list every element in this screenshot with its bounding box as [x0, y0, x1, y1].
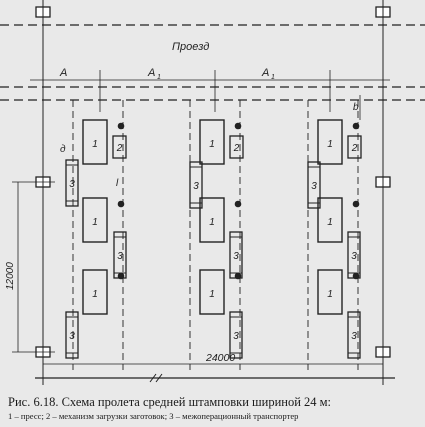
conveyor-number: 3 — [351, 331, 357, 342]
conveyor-number: 3 — [117, 251, 123, 262]
loader-number: 2 — [233, 143, 240, 154]
bolt-marker — [352, 122, 360, 130]
bolt-marker — [234, 200, 242, 208]
loader-number: 2 — [116, 143, 123, 154]
grid-lines — [0, 0, 425, 385]
press-number: 1 — [209, 289, 215, 300]
work-area-outline — [72, 100, 124, 370]
conveyor — [307, 161, 321, 209]
press — [199, 119, 225, 165]
caption-title: Рис. 6.18. Схема пролета средней штампов… — [8, 395, 332, 409]
span-layout-drawing: 1 1 1 2 3 3 3 1 1 1 2 3 3 3 1 1 1 2 3 3 3 Проезд A A 1 A 1 b… — [0, 0, 425, 385]
work-area-outline — [307, 100, 359, 370]
press-number: 1 — [327, 217, 333, 228]
press-number: 1 — [92, 139, 98, 150]
dim-width-label: 24000 — [205, 352, 235, 364]
bolt-marker — [117, 122, 125, 130]
bolt-marker — [352, 200, 360, 208]
press — [82, 269, 108, 315]
dim-a1-label-left: A — [147, 67, 155, 79]
press-number: 1 — [209, 139, 215, 150]
conveyor-number: 3 — [351, 251, 357, 262]
conveyor — [113, 231, 127, 279]
press-number: 1 — [209, 217, 215, 228]
loader — [112, 135, 127, 159]
dim-l-label: l — [116, 178, 119, 189]
caption-legend: 1 – пресс; 2 – механизм загрузки заготов… — [8, 411, 299, 421]
equipment-layer: 1 1 1 2 3 3 3 1 1 1 2 3 3 3 1 1 1 2 3 3 3 — [35, 6, 391, 370]
conveyor-number: 3 — [311, 181, 317, 192]
press — [199, 197, 225, 243]
conveyor-number: 3 — [233, 331, 239, 342]
press — [82, 119, 108, 165]
passage-label: Проезд — [172, 41, 209, 53]
press — [82, 197, 108, 243]
bolt-marker — [117, 200, 125, 208]
loader — [229, 135, 244, 159]
press — [317, 269, 343, 315]
conveyor-number: 3 — [69, 331, 75, 342]
figure-caption: Рис. 6.18. Схема пролета средней штампов… — [8, 394, 423, 422]
press-number: 1 — [92, 289, 98, 300]
dim-a-label: A — [59, 67, 67, 79]
loader — [347, 135, 362, 159]
conveyor — [65, 311, 79, 359]
loader-number: 2 — [351, 143, 358, 154]
press — [317, 119, 343, 165]
press — [317, 197, 343, 243]
conveyor — [229, 311, 243, 359]
work-area-outline — [189, 100, 241, 370]
conveyor-number: 3 — [69, 179, 75, 190]
conveyor-number: 3 — [233, 251, 239, 262]
press — [199, 269, 225, 315]
dim-d-label: д — [60, 144, 66, 155]
conveyor — [347, 311, 361, 359]
conveyor — [229, 231, 243, 279]
dim-b-label: b — [353, 102, 359, 113]
press-number: 1 — [327, 139, 333, 150]
conveyor — [189, 161, 203, 209]
press-number: 1 — [327, 289, 333, 300]
break-mark — [149, 373, 163, 383]
conveyor-number: 3 — [193, 181, 199, 192]
dim-a1-sub-left: 1 — [157, 74, 161, 81]
dim-a1-label-right: A — [261, 67, 269, 79]
press-number: 1 — [92, 217, 98, 228]
dim-height-label: 12000 — [5, 262, 16, 290]
conveyor — [347, 231, 361, 279]
conveyor — [65, 159, 79, 207]
bolt-marker — [234, 122, 242, 130]
dim-a1-sub-right: 1 — [271, 74, 275, 81]
